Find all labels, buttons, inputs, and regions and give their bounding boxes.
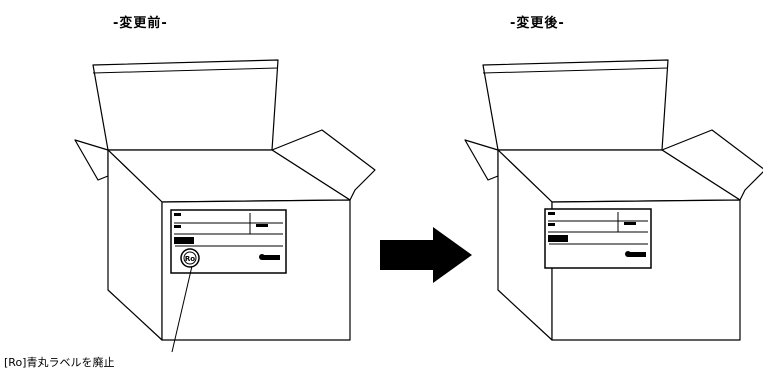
right-arrow-icon [380,227,472,283]
before-heading: -変更前- [113,16,168,31]
box-after [464,59,763,341]
callout-leader-line [171,265,193,353]
callout-label: [Ro]青丸ラベルを廃止 [4,356,115,369]
shipping-label-after [544,208,652,269]
box-after-left-flap [464,139,499,181]
ro-badge-text: Ro [185,255,195,263]
blue-circle-ro-icon: Ro [180,248,200,268]
box-before-left-flap [74,139,109,181]
shipping-label-before: Ro [170,209,287,274]
box-before [74,59,376,341]
box-after-back-flap [482,59,669,151]
box-before-back-flap [92,59,279,151]
after-heading: -変更後- [510,16,565,31]
